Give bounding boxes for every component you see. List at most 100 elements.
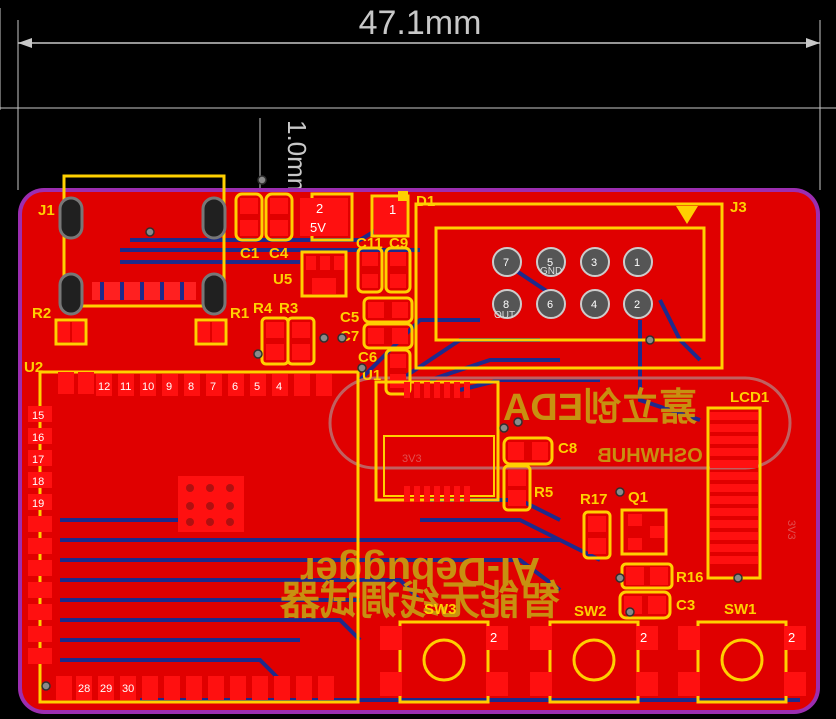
ref-r17: R17 — [580, 491, 608, 508]
regulator-pad[interactable]: 2 5V — [300, 192, 354, 242]
ref-c9: C9 — [389, 235, 408, 252]
regulator-net: 5V — [310, 220, 326, 235]
logo-product-cn: 智能无线调试器 — [279, 579, 560, 623]
ref-d1: D1 — [416, 193, 435, 210]
module-u2[interactable]: 12 11 10 9 8 7 6 5 4 15 16 17 18 19 28 2… — [28, 370, 360, 704]
capacitor-c11[interactable] — [356, 246, 384, 294]
u2-pin-28: 28 — [78, 683, 90, 695]
j3-pin-2: 2 — [634, 299, 640, 311]
ref-c8: C8 — [558, 440, 577, 457]
u2-pin-18: 18 — [32, 476, 44, 488]
u2-pin-15: 15 — [32, 410, 44, 422]
ref-r16: R16 — [676, 569, 704, 586]
mcu-u1[interactable] — [374, 380, 500, 502]
capacitor-c6[interactable] — [384, 348, 412, 396]
sw3-pin: 2 — [490, 630, 497, 645]
u2-pin-16: 16 — [32, 432, 44, 444]
net-label-3v3-b: 3V3 — [785, 520, 797, 540]
sw1-pin: 2 — [788, 630, 795, 645]
height-dimension: 1.0mm — [259, 118, 312, 199]
switch-sw2[interactable]: 2 — [530, 620, 658, 704]
j3-pin-5: 5 — [547, 257, 553, 269]
logo-brand-sub: OSHWHUB — [597, 445, 703, 467]
u2-pin-30: 30 — [122, 683, 134, 695]
ref-j1: J1 — [38, 202, 55, 219]
switch-sw1[interactable]: 2 — [678, 620, 806, 704]
height-label: 1.0mm — [282, 120, 312, 199]
u2-pin-7: 7 — [210, 381, 216, 393]
resistor-r17[interactable] — [582, 510, 612, 560]
capacitor-c9[interactable] — [384, 246, 412, 294]
lcd-connector-lcd1[interactable] — [706, 406, 762, 580]
ref-c6: C6 — [358, 349, 377, 366]
capacitor-c7[interactable] — [362, 322, 414, 350]
u2-pin-9: 9 — [166, 381, 172, 393]
net-label-3v3-a: 3V3 — [402, 453, 422, 465]
capacitor-c4[interactable] — [264, 192, 294, 242]
ref-c3: C3 — [676, 597, 695, 614]
width-dimension: 47.1mm — [0, 4, 836, 190]
ref-u1: U1 — [362, 367, 381, 384]
vias — [41, 175, 743, 691]
regulator-u5[interactable] — [300, 250, 348, 298]
ref-c11: C11 — [356, 235, 383, 252]
j3-pin-6: 6 — [547, 299, 553, 311]
ref-c1: C1 — [240, 245, 259, 262]
diode-pin: 1 — [389, 202, 396, 217]
ref-sw1: SW1 — [724, 601, 757, 618]
usb-connector-j1[interactable] — [58, 174, 227, 316]
ref-j3: J3 — [730, 199, 747, 216]
ref-c5: C5 — [340, 309, 359, 326]
capacitor-c1[interactable] — [234, 192, 264, 242]
logo-product: AI-Debugger — [300, 549, 540, 593]
width-label: 47.1mm — [359, 4, 482, 42]
header-j3[interactable]: 7 5 3 1 8 6 4 2 GND OUT — [414, 202, 724, 370]
ref-c4: C4 — [269, 245, 289, 262]
ref-sw2: SW2 — [574, 603, 607, 620]
ref-r1: R1 — [230, 305, 249, 322]
u2-pin-19: 19 — [32, 498, 44, 510]
capacitor-c3[interactable] — [618, 590, 672, 620]
j3-pin-7: 7 — [503, 257, 509, 269]
capacitor-c5[interactable] — [362, 296, 414, 324]
transistor-q1[interactable] — [620, 508, 668, 556]
u2-pin-10: 10 — [142, 381, 154, 393]
ref-u2: U2 — [24, 359, 43, 376]
resistor-r1[interactable] — [194, 318, 228, 346]
resistor-r16[interactable] — [620, 562, 674, 590]
ref-r3: R3 — [279, 300, 298, 317]
resistor-r3[interactable] — [286, 316, 316, 366]
ref-r5: R5 — [534, 484, 553, 501]
j3-pin-3: 3 — [591, 257, 597, 269]
logo-artwork: 嘉立创EDA OSHWHUB AI-Debugger 智能无线调试器 3V3 3… — [279, 376, 797, 623]
ref-r4: R4 — [253, 300, 273, 317]
j3-gnd-label: GND — [540, 266, 562, 277]
u2-pin-5: 5 — [254, 381, 260, 393]
u2-pin-29: 29 — [100, 683, 112, 695]
resistor-r5[interactable] — [502, 464, 532, 512]
j3-pin-1: 1 — [634, 257, 640, 269]
ref-q1: Q1 — [628, 489, 648, 506]
ref-u5: U5 — [273, 271, 292, 288]
u2-pin-8: 8 — [188, 381, 194, 393]
logo-brand: 嘉立创EDA — [503, 387, 697, 429]
j3-pin-8: 8 — [503, 299, 509, 311]
ref-sw3: SW3 — [424, 601, 457, 618]
u2-pin-6: 6 — [232, 381, 238, 393]
switch-sw3[interactable]: 2 — [380, 620, 508, 704]
regulator-pin: 2 — [316, 201, 323, 216]
capacitor-c8[interactable] — [502, 436, 554, 466]
diode-d1[interactable]: 1 — [370, 191, 410, 238]
sw2-pin: 2 — [640, 630, 647, 645]
ref-lcd1: LCD1 — [730, 389, 769, 406]
ref-r2: R2 — [32, 305, 51, 322]
bottom-traces — [60, 226, 800, 702]
u2-pin-17: 17 — [32, 454, 44, 466]
u2-pin-12: 12 — [98, 381, 110, 393]
j3-pin-4: 4 — [591, 299, 597, 311]
j3-out-label: OUT — [494, 310, 515, 321]
u2-pin-11: 11 — [120, 381, 131, 393]
resistor-r2[interactable] — [54, 318, 88, 346]
u2-pin-4: 4 — [276, 381, 282, 393]
